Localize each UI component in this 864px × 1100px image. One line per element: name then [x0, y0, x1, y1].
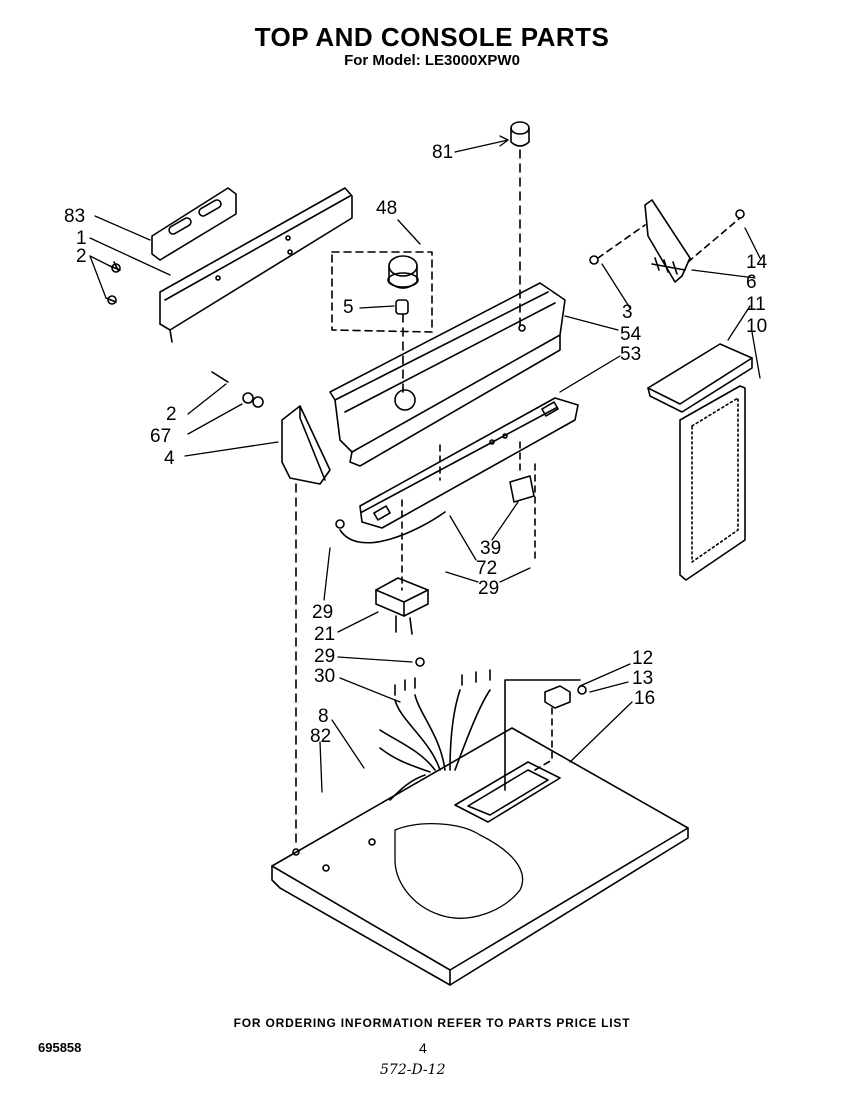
top-plate-drawing [151, 187, 237, 261]
callout-29-left: 29 [312, 602, 333, 623]
callout-12: 12 [632, 648, 653, 669]
handwritten-code: 572-D-12 [380, 1062, 446, 1078]
callout-13: 13 [632, 668, 653, 689]
callout-1: 1 [76, 228, 87, 249]
model-subtitle: For Model: LE3000XPW0 [344, 52, 520, 69]
callout-2-lower: 2 [166, 404, 177, 425]
screw-pair-drawing [105, 261, 121, 305]
callout-67: 67 [150, 426, 171, 447]
right-end-cap-drawing [589, 199, 745, 283]
lint-screen-drawing [647, 343, 753, 581]
push-button-knob-drawing [510, 121, 530, 327]
callout-82: 82 [310, 726, 331, 747]
callout-leader-lines [89, 135, 761, 793]
callout-54: 54 [620, 324, 642, 345]
callout-11: 11 [746, 294, 766, 315]
callout-3: 3 [622, 302, 633, 323]
timer-motor-drawing [335, 511, 446, 667]
dryer-top-panel-drawing [271, 679, 689, 986]
callout-5: 5 [343, 297, 354, 318]
page-number: 4 [419, 1040, 427, 1056]
control-panel-base-drawing [359, 397, 579, 591]
callout-39: 39 [480, 538, 501, 559]
timer-knob-group-drawing [331, 251, 433, 393]
callout-4: 4 [164, 448, 175, 469]
ordering-info-note: FOR ORDERING INFORMATION REFER TO PARTS … [233, 1016, 631, 1030]
clip-and-screw-drawing [534, 685, 587, 771]
callout-21: 21 [314, 624, 335, 645]
callout-6: 6 [746, 272, 757, 293]
callout-30: 30 [314, 666, 335, 687]
callout-2-upper: 2 [76, 246, 87, 267]
push-to-start-switch-drawing [509, 439, 536, 561]
callout-53: 53 [620, 344, 641, 365]
callout-29-right: 29 [478, 578, 499, 599]
callout-29-lower: 29 [314, 646, 335, 667]
wire-harness-drawing [379, 669, 491, 801]
callout-14: 14 [746, 252, 768, 273]
callout-83: 83 [64, 206, 85, 227]
document-number: 695858 [38, 1040, 82, 1055]
callout-72: 72 [476, 558, 497, 579]
console-panel-drawing [329, 282, 566, 467]
callout-labels: 81 83 1 2 48 5 14 6 3 54 53 11 10 2 67 4… [64, 142, 768, 747]
callout-8: 8 [318, 706, 329, 727]
callout-81: 81 [432, 142, 453, 163]
callout-16: 16 [634, 688, 655, 709]
callout-48: 48 [376, 198, 397, 219]
page-title: TOP AND CONSOLE PARTS [254, 22, 610, 52]
left-end-cap-drawing [211, 371, 331, 847]
callout-10: 10 [746, 316, 767, 337]
left-console-bracket-drawing [159, 187, 353, 343]
